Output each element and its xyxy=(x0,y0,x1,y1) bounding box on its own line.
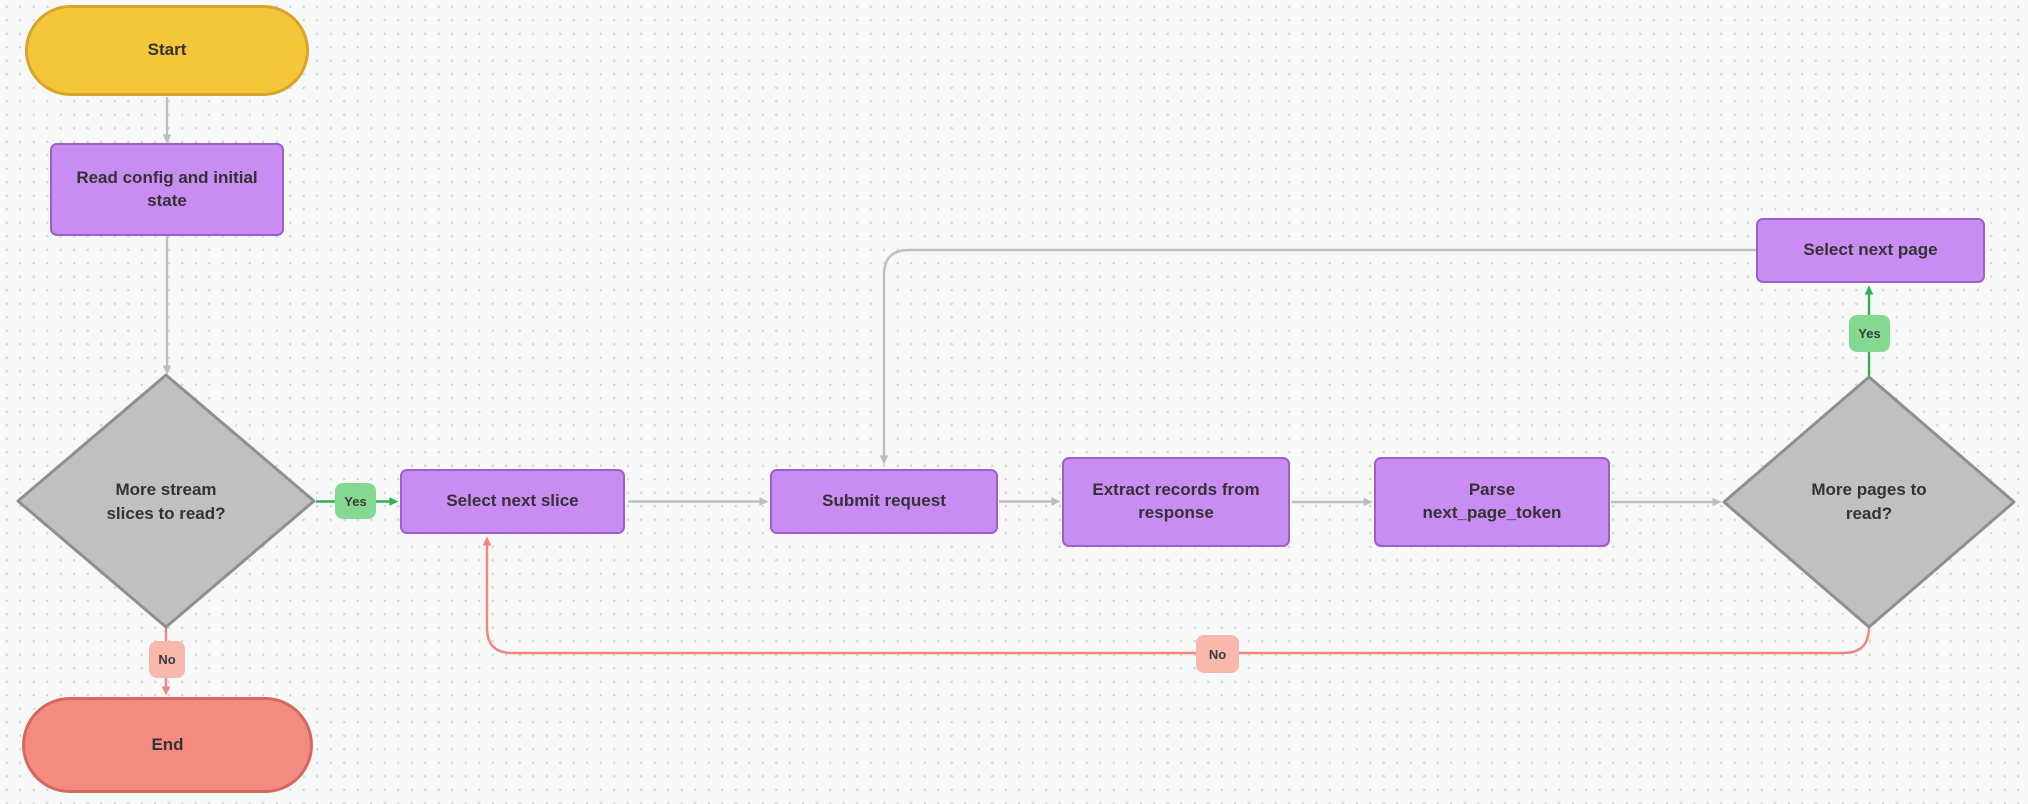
edge-more-pages-no xyxy=(482,536,1871,655)
edge-label-no-slices[interactable]: No xyxy=(149,641,185,678)
edge-label-no-pages[interactable]: No xyxy=(1196,635,1239,673)
node-extract-records[interactable]: Extract records from response xyxy=(1062,457,1290,547)
node-select-next-page[interactable]: Select next page xyxy=(1756,218,1985,283)
edge-select-page-to-submit xyxy=(879,248,1756,465)
node-submit-request[interactable]: Submit request xyxy=(770,469,998,534)
node-end[interactable]: End xyxy=(22,697,313,793)
decision-more-pages[interactable] xyxy=(1722,375,2016,629)
node-parse-next-page-token[interactable]: Parse next_page_token xyxy=(1374,457,1610,547)
node-read-config[interactable]: Read config and initial state xyxy=(50,143,284,236)
edge-label-yes-slices[interactable]: Yes xyxy=(335,483,376,519)
edge-label-yes-pages[interactable]: Yes xyxy=(1849,315,1890,352)
node-start[interactable]: Start xyxy=(25,5,309,96)
decision-more-slices[interactable] xyxy=(16,373,316,629)
node-select-next-slice[interactable]: Select next slice xyxy=(400,469,625,534)
